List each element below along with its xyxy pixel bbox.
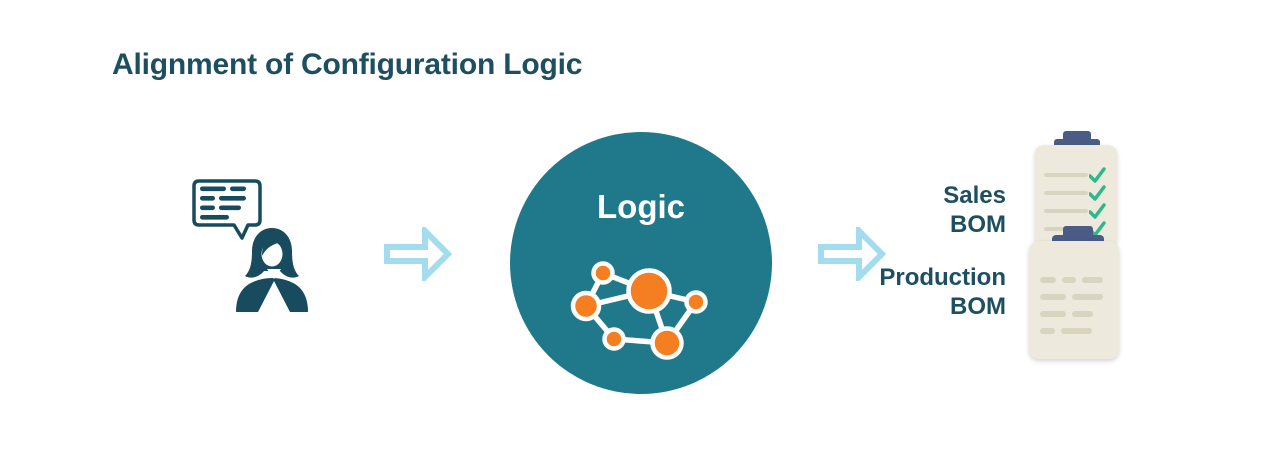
text-row [1040, 311, 1119, 317]
network-graph-icon [570, 261, 708, 360]
page-title: Alignment of Configuration Logic [112, 48, 583, 81]
text-row [1040, 294, 1119, 300]
logic-circle: Logic [510, 132, 772, 394]
checklist-row [1044, 166, 1106, 184]
text-dash [1040, 277, 1056, 283]
text-row [1040, 277, 1119, 283]
checklist-row [1044, 202, 1106, 220]
text-line [1044, 190, 1088, 196]
text-line [1044, 172, 1088, 178]
sales-bom-line2: BOM [950, 211, 1006, 238]
speech-bubble-icon [192, 179, 262, 240]
text-dash [1040, 328, 1055, 334]
checkmark-icon [1089, 167, 1106, 183]
production-bom-label: Production BOM [879, 263, 1006, 321]
text-dash [1072, 294, 1103, 300]
clipboard-body [1029, 241, 1119, 359]
text-dash [1072, 311, 1093, 317]
text-dash [1082, 277, 1103, 283]
checkmark-icon [1089, 185, 1106, 201]
text-row [1040, 328, 1119, 334]
production-bom-line2: BOM [950, 293, 1006, 320]
text-dash [1061, 328, 1092, 334]
text-dash [1040, 311, 1066, 317]
text-dash [1040, 294, 1066, 300]
checkmark-icon [1089, 203, 1106, 219]
right-arrow-icon [384, 227, 453, 281]
document-clipboard-icon [1027, 226, 1121, 362]
sales-bom-label: Sales BOM [943, 181, 1006, 239]
customer-figure [185, 170, 325, 320]
sales-bom-line1: Sales [943, 182, 1006, 209]
production-bom-line1: Production [879, 264, 1006, 291]
person-with-speech-bubble-icon [192, 179, 308, 312]
businesswoman-icon [236, 228, 308, 312]
text-line [1044, 208, 1088, 214]
checklist-row [1044, 184, 1106, 202]
text-dash [1062, 277, 1076, 283]
logic-label: Logic [597, 188, 685, 225]
right-arrow-icon [818, 227, 887, 281]
